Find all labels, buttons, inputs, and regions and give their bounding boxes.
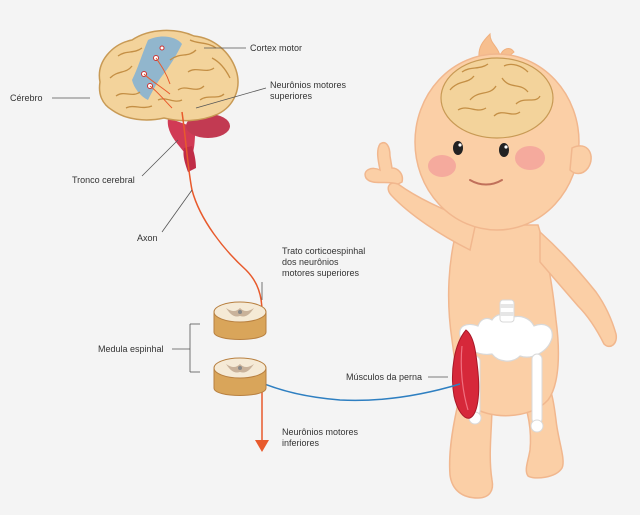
label-spinal-cord: Medula espinhal [98, 344, 164, 354]
down-arrow-icon [255, 440, 269, 452]
label-axon: Axon [137, 233, 158, 243]
baby-figure [364, 32, 618, 499]
label-cortex-motor: Cortex motor [250, 43, 302, 53]
brain-illustration [98, 29, 239, 172]
label-tract-line3: motores superiores [282, 268, 360, 278]
label-leg-muscles: Músculos da perna [346, 372, 422, 382]
label-upper-neurons-line2: superiores [270, 91, 313, 101]
label-cerebro: Cérebro [10, 93, 43, 103]
label-brainstem: Tronco cerebral [72, 175, 135, 185]
label-lower-neurons-line2: inferiores [282, 438, 320, 448]
leader-lines [52, 47, 448, 378]
label-lower-neurons-line1: Neurônios motores [282, 427, 359, 437]
label-tract-line1: Trato corticoespinhal [282, 246, 365, 256]
label-upper-neurons-line1: Neurônios motores [270, 80, 347, 90]
spinal-cord-segment-icon [213, 301, 267, 396]
leg-muscle-icon [452, 329, 480, 419]
upper-motor-pathway [181, 111, 263, 313]
motor-cortex-highlight [132, 36, 182, 100]
baby-brain-icon [440, 57, 554, 139]
label-tract-line2: dos neurônios [282, 257, 339, 267]
